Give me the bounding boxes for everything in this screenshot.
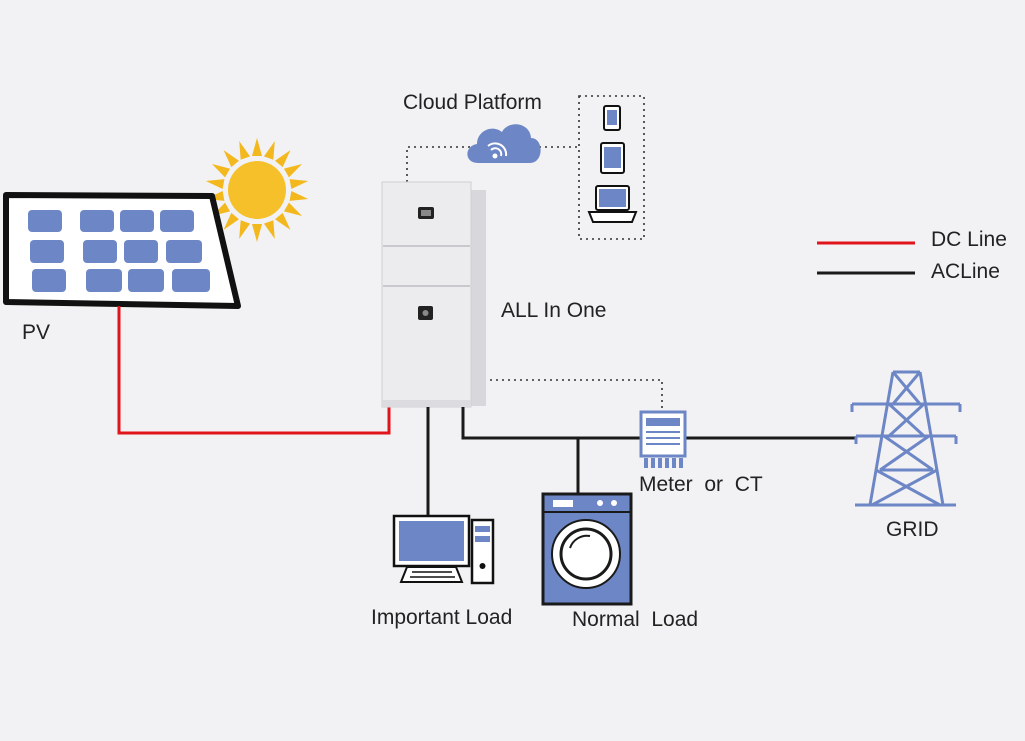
phone-icon bbox=[603, 105, 621, 131]
devices-box bbox=[578, 95, 645, 240]
meter-label: Meter or CT bbox=[639, 473, 763, 496]
desktop-computer-icon bbox=[392, 514, 495, 585]
ac-lines bbox=[426, 407, 856, 516]
legend-ac-label: ACLine bbox=[931, 260, 1000, 283]
pv-label: PV bbox=[22, 321, 51, 344]
communication-lines bbox=[406, 146, 663, 412]
normal-load-label: Normal Load bbox=[572, 608, 699, 631]
all-in-one-label: ALL In One bbox=[501, 299, 607, 322]
tablet-icon bbox=[600, 142, 625, 174]
cloud-platform-label: Cloud Platform bbox=[403, 91, 542, 114]
legend-dc-label: DC Line bbox=[931, 228, 1007, 251]
cloud-icon bbox=[467, 124, 541, 163]
grid-label: GRID bbox=[886, 518, 939, 541]
washing-machine-icon bbox=[541, 492, 633, 606]
meter-icon bbox=[639, 410, 687, 468]
laptop-icon bbox=[587, 185, 638, 223]
sun-icon bbox=[205, 138, 309, 242]
important-load-label: Important Load bbox=[371, 606, 513, 629]
solar-panel-icon bbox=[3, 192, 241, 309]
all-in-one-unit-icon bbox=[381, 181, 486, 408]
transmission-tower-icon bbox=[850, 370, 962, 507]
dc-line bbox=[117, 306, 391, 435]
